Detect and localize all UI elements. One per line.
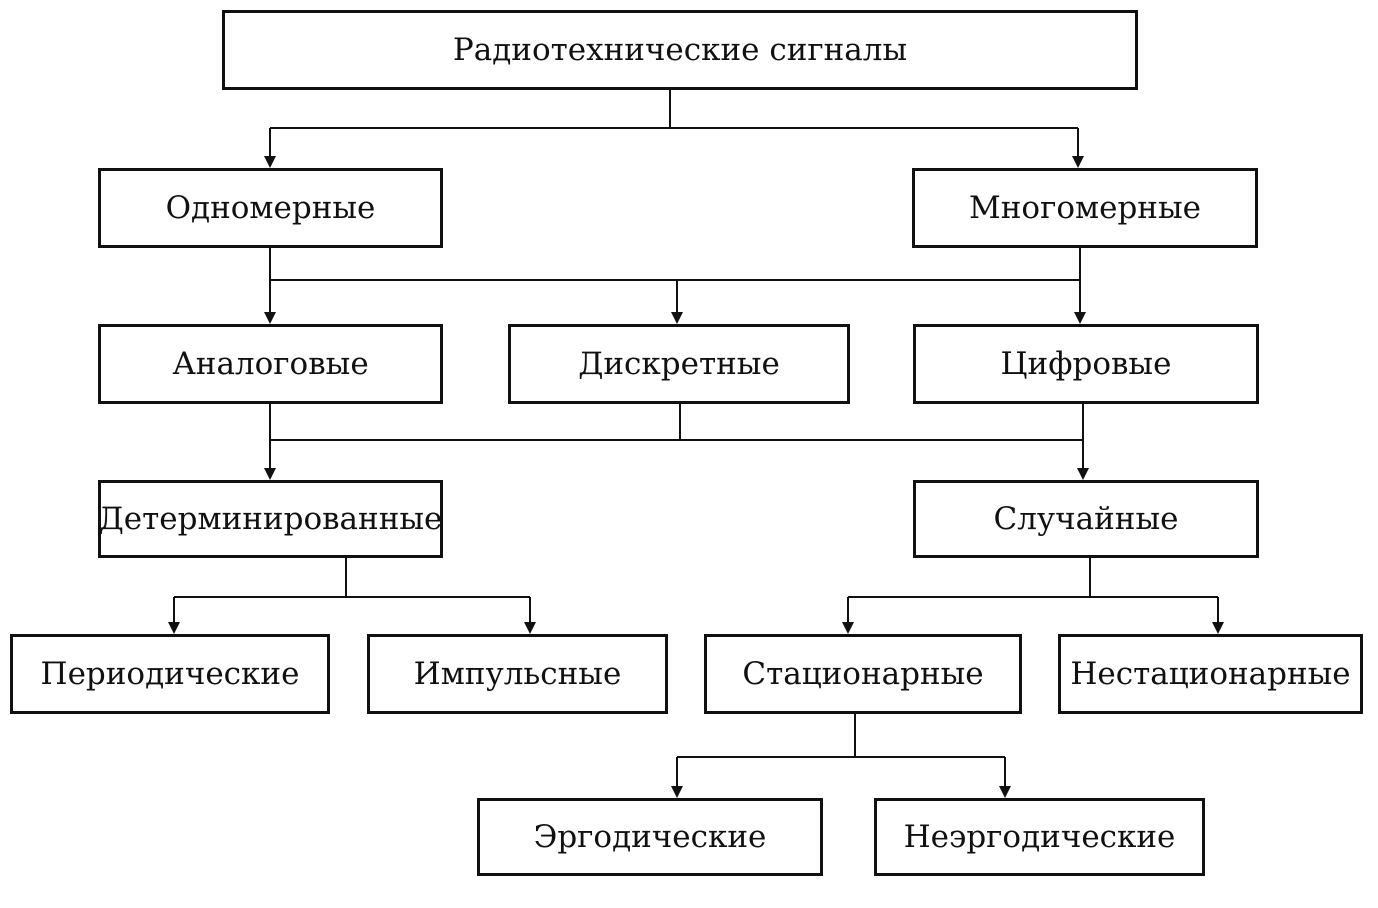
arrow-head — [1074, 312, 1086, 324]
node-stationary: Стационарные — [704, 634, 1022, 714]
node-periodic: Периодические — [10, 634, 330, 714]
arrow-head — [842, 622, 854, 634]
node-one-dimensional: Одномерные — [98, 168, 443, 248]
node-nonstationary: Нестационарные — [1058, 634, 1363, 714]
node-deterministic: Детерминированные — [98, 480, 443, 558]
node-nonergodic: Неэргодические — [874, 798, 1205, 876]
arrow-head — [1212, 622, 1224, 634]
node-ergodic: Эргодические — [477, 798, 823, 876]
arrow-head — [168, 622, 180, 634]
arrow-head — [1072, 156, 1084, 168]
arrow-head — [524, 622, 536, 634]
node-multidimensional: Многомерные — [912, 168, 1258, 248]
node-digital: Цифровые — [913, 324, 1259, 404]
node-random: Случайные — [913, 480, 1259, 558]
node-analog: Аналоговые — [98, 324, 443, 404]
arrow-head — [671, 786, 683, 798]
node-impulse: Импульсные — [367, 634, 668, 714]
arrow-head — [999, 786, 1011, 798]
node-discrete: Дискретные — [508, 324, 850, 404]
arrow-head — [264, 312, 276, 324]
arrow-head — [671, 312, 683, 324]
arrow-head — [264, 468, 276, 480]
node-root: Радиотехнические сигналы — [222, 10, 1138, 90]
arrow-head — [1077, 468, 1089, 480]
arrow-head — [264, 156, 276, 168]
